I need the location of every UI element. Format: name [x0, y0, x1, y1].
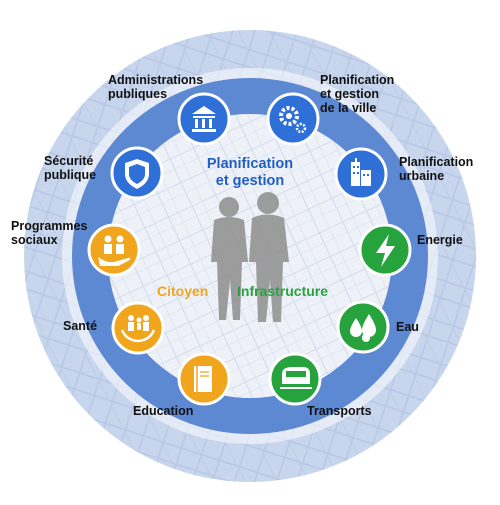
label-city-planning-line3: de la ville: [320, 101, 377, 115]
gears-icon: [266, 92, 320, 146]
label-city-planning: Planification et gestion de la ville: [320, 73, 394, 115]
label-urban-planning-line1: Planification: [399, 155, 474, 169]
center-title-line1: Planification: [206, 156, 294, 172]
family-care-icon: [111, 301, 165, 355]
city-buildings-icon: [334, 147, 388, 201]
infrastructure-label: Infrastructure: [237, 283, 329, 299]
label-city-planning-line2: et gestion: [320, 87, 380, 101]
label-transport: Transports: [307, 404, 372, 418]
label-administrations-line1: Administrations: [108, 73, 204, 87]
people-hand-icon: [87, 223, 141, 277]
label-urban-planning: Planification urbaine: [399, 155, 473, 183]
train-icon: [268, 352, 322, 406]
label-social-programs-line2: sociaux: [11, 233, 58, 247]
label-administrations: Administrations publiques: [108, 73, 203, 101]
label-education: Education: [133, 404, 194, 418]
label-public-security-line1: Sécurité: [44, 154, 94, 168]
center-title-line2: et gestion: [215, 173, 285, 189]
label-social-programs-line1: Programmes: [11, 219, 88, 233]
label-administrations-line2: publiques: [108, 87, 168, 101]
label-social-programs: Programmes sociaux: [11, 219, 87, 247]
government-building-icon: [177, 92, 231, 146]
water-drops-icon: [336, 300, 390, 354]
label-city-planning-line1: Planification: [320, 73, 395, 87]
label-public-security-line2: publique: [44, 168, 97, 182]
label-urban-planning-line2: urbaine: [399, 169, 445, 183]
center-title: Planification et gestion: [190, 156, 310, 190]
label-health: Santé: [63, 319, 98, 333]
police-badge-icon: [110, 146, 164, 200]
book-icon: [177, 352, 231, 406]
label-water: Eau: [396, 320, 419, 334]
label-energy: Energie: [417, 233, 463, 247]
citizen-label: Citoyen: [157, 283, 209, 299]
label-public-security: Sécurité publique: [44, 154, 96, 182]
lightning-bolt-icon: [358, 223, 412, 277]
people-silhouette: [211, 192, 289, 322]
